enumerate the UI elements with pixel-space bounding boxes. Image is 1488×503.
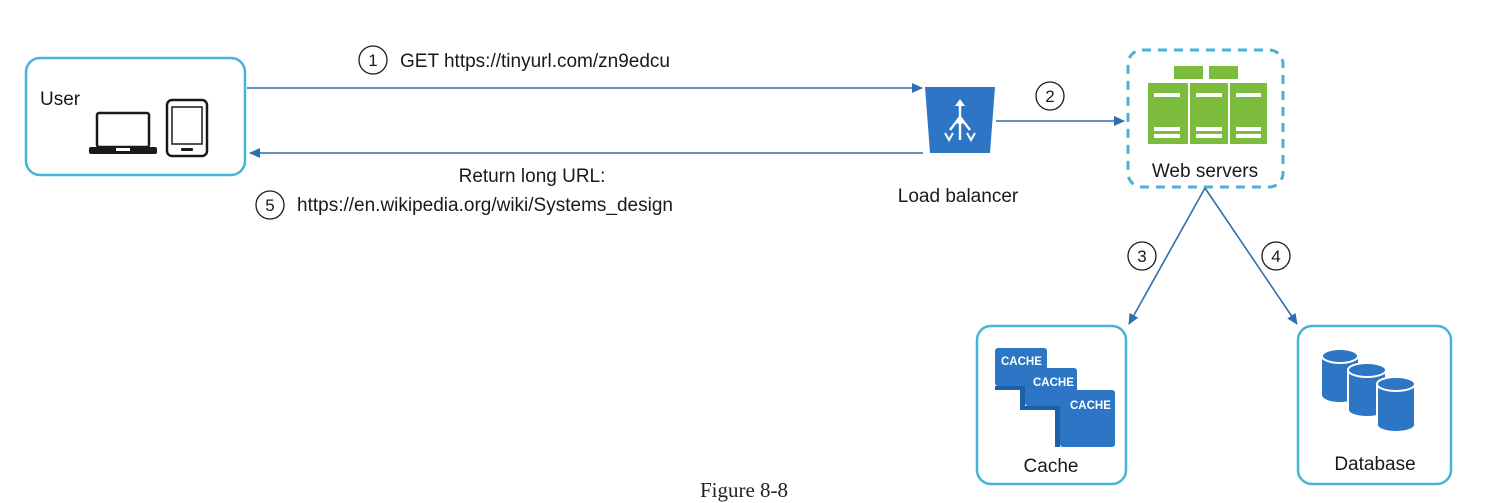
step-1-label: GET https://tinyurl.com/zn9edcu <box>400 51 670 72</box>
figure-caption: Figure 8-8 <box>699 478 789 502</box>
step-2-number: 2 <box>1045 87 1054 106</box>
database-cylinders-icon <box>1321 348 1416 433</box>
step-1-number: 1 <box>368 51 377 70</box>
server-rack-icon <box>1148 66 1267 144</box>
cache-node: CACHE CACHE CACHE Cache <box>975 324 1128 486</box>
cache-stack-label-1: CACHE <box>1001 356 1042 368</box>
web-servers-label: Web servers <box>1152 161 1258 182</box>
step-4-number: 4 <box>1271 247 1280 266</box>
step-2-marker: 2 <box>1035 81 1065 111</box>
step-3-number: 3 <box>1137 247 1146 266</box>
step-5-marker: 5 <box>255 190 285 220</box>
cache-stack-icon: CACHE CACHE CACHE <box>995 348 1115 447</box>
cache-label: Cache <box>1024 456 1079 477</box>
step-5-label-line2: https://en.wikipedia.org/wiki/Systems_de… <box>297 195 673 216</box>
cache-stack-label-3: CACHE <box>1070 400 1111 412</box>
web-servers-node: Web servers <box>1126 48 1285 189</box>
database-node: Database <box>1296 324 1453 486</box>
load-balancer-icon <box>925 87 995 153</box>
user-box <box>24 56 247 177</box>
user-node: User <box>24 56 247 177</box>
step-1-marker: 1 <box>358 45 388 75</box>
load-balancer-label: Load balancer <box>898 186 1019 207</box>
user-label: User <box>40 89 81 110</box>
load-balancer-node: Load balancer <box>898 87 1019 207</box>
step-5-label-line1: Return long URL: <box>459 166 606 187</box>
edge-3-arrow <box>1128 187 1206 325</box>
tablet-icon <box>165 98 209 158</box>
step-4-marker: 4 <box>1261 241 1291 271</box>
cache-stack-label-2: CACHE <box>1033 377 1074 389</box>
step-5-number: 5 <box>265 196 274 215</box>
step-3-marker: 3 <box>1127 241 1157 271</box>
laptop-icon <box>89 111 157 154</box>
database-label: Database <box>1334 454 1415 475</box>
edge-4-arrow <box>1204 187 1298 325</box>
